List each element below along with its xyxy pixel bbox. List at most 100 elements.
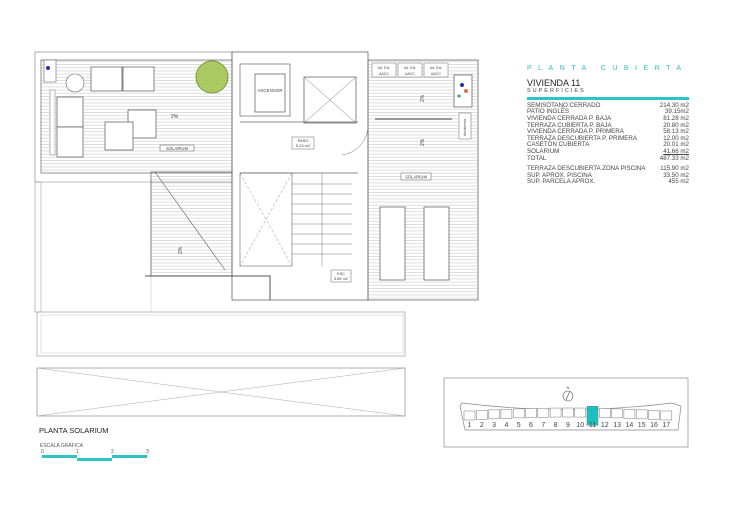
accent-bar xyxy=(527,96,689,100)
surface-label: VIVIENDA CERRADA P. BAJA xyxy=(527,114,612,122)
slope-label: 2% xyxy=(171,114,179,120)
room-label-solarium-left: SOLARIUM xyxy=(166,146,188,151)
key-plan-unit-10 xyxy=(574,407,586,418)
surface-row: TERRAZA DESCUBIERTA P. PRIMERA 12.00 m2 xyxy=(527,134,689,143)
key-plan-unit-number: 9 xyxy=(566,422,570,429)
key-plan-unit-16 xyxy=(648,410,660,420)
key-plan-unit-number: 7 xyxy=(541,422,545,429)
key-plan-unit-2 xyxy=(476,410,488,420)
surface-value: 20.80 m2 xyxy=(663,121,689,129)
aerotermia-label: Aerotermia xyxy=(463,119,467,136)
sun-lounger xyxy=(379,206,406,281)
key-plan-unit-5 xyxy=(512,408,525,419)
scale-tick: 0 xyxy=(41,449,44,455)
scale-tick: 3 xyxy=(146,449,149,455)
aacc-label: Ud. Ext. xyxy=(430,66,443,70)
surface-row: TOTAL 487.33 m2 xyxy=(527,154,689,163)
key-plan-unit-number: 4 xyxy=(504,422,508,429)
surface-value: 33.50 m2 xyxy=(663,171,689,179)
key-plan-unit-8 xyxy=(549,407,562,418)
surface-label: TERRAZA DESCUBIERTA ZONA PISCINA xyxy=(527,165,646,173)
aacc-label: Ud. Ext. xyxy=(378,66,391,70)
room-area-paso: 5.23 m2 xyxy=(296,143,311,148)
aacc-label: AACC xyxy=(405,72,415,76)
north-arrow-icon: N xyxy=(562,385,574,402)
key-plan-unit-3 xyxy=(488,409,500,420)
panel-title: PLANTA CUBIERTA xyxy=(527,65,688,72)
surface-label: TERRAZA DESCUBIERTA P. PRIMERA xyxy=(527,134,638,142)
plan-title: PLANTA SOLARIUM xyxy=(39,426,109,435)
aacc-label: AACC xyxy=(431,72,441,76)
key-plan-unit-number: 6 xyxy=(529,422,533,429)
surface-row: TERRAZA DESCUBIERTA ZONA PISCINA 115.90 m… xyxy=(527,166,689,173)
key-plan-unit-12 xyxy=(599,408,611,418)
slope-label: 2% xyxy=(420,138,426,146)
key-plan-unit-number: 3 xyxy=(492,422,496,429)
core: ASCENSOR PASO 5.23 m2 ESC 5.85 m2 xyxy=(231,51,369,301)
key-plan-unit-number: 1 xyxy=(468,422,472,429)
scale-label: ESCALA GRÁFICA xyxy=(40,443,84,449)
key-plan-unit-7 xyxy=(537,407,550,418)
surface-row: CASETÓN CUBIERTA 20.01 m2 xyxy=(527,142,689,149)
key-plan-unit-number: 8 xyxy=(554,422,558,429)
surface-label: SUP. PARCELA APROX. xyxy=(527,178,596,186)
drain-icon xyxy=(46,66,50,70)
surface-label: TERRAZA CUBIERTA P. BAJA xyxy=(527,121,612,129)
key-plan-unit-number: 2 xyxy=(480,422,484,429)
svg-text:N: N xyxy=(567,385,570,390)
key-plan-unit-number: 14 xyxy=(626,422,634,429)
surface-row: SEMISÓTANO CERRADO 214.30 m2 xyxy=(527,101,689,110)
key-plan-unit-4 xyxy=(500,409,513,419)
scale-tick: 2 xyxy=(111,449,114,455)
surface-label: CASETÓN CUBIERTA xyxy=(527,141,590,149)
surface-label: VIVIENDA CERRADA P. PRIMERA xyxy=(527,128,624,136)
scale-tick: 1 xyxy=(76,449,79,455)
key-plan-frame xyxy=(443,377,689,448)
surface-row: TERRAZA CUBIERTA P. BAJA 20.80 m2 xyxy=(527,121,689,130)
solarium-left: SOLARIUM 2% 2% xyxy=(34,51,271,313)
aacc-label: AACC xyxy=(379,72,389,76)
room-label-paso: PASO xyxy=(298,138,309,143)
unit-name: VIVIENDA 11 xyxy=(527,77,581,88)
key-plan-unit-1 xyxy=(463,410,476,421)
key-plan-unit-17 xyxy=(660,410,673,421)
key-plan-unit-11 xyxy=(586,405,599,426)
surface-value: 115.90 m2 xyxy=(660,165,689,173)
scale-bar xyxy=(42,455,147,461)
plant-icon xyxy=(195,60,229,94)
sun-lounger xyxy=(423,206,450,281)
water-heater xyxy=(453,74,473,108)
key-plan-unit-number: 11 xyxy=(589,422,596,429)
surface-value: 214.30 m2 xyxy=(659,101,689,109)
surface-row: PATIO INGLÉS 39.15m2 xyxy=(527,109,689,116)
surface-value: 39.15m2 xyxy=(664,108,689,116)
surface-value: 20.01 m2 xyxy=(663,141,689,149)
key-plan-unit-13 xyxy=(611,408,623,419)
key-plan-unit-number: 17 xyxy=(662,422,670,429)
key-plan-unit-14 xyxy=(623,409,636,419)
surface-label: SEMISÓTANO CERRADO xyxy=(527,101,601,109)
surface-value: 12.00 m2 xyxy=(663,134,689,142)
surface-row: VIVIENDA CERRADA P. BAJA 81.28 m2 xyxy=(527,114,689,123)
surface-value: 455 m2 xyxy=(668,178,689,186)
surface-row: SUP. PARCELA APROX. 455 m2 xyxy=(527,179,689,186)
room-label-esc: ESC xyxy=(337,272,345,276)
key-plan-unit-number: 16 xyxy=(650,422,658,429)
key-plan-unit-15 xyxy=(635,409,648,420)
slope-label: 2% xyxy=(178,246,184,254)
key-plan-unit-9 xyxy=(562,407,574,418)
key-plan-unit-number: 5 xyxy=(517,422,521,429)
surface-label: TOTAL xyxy=(527,154,547,162)
aacc-label: Ud. Ext. xyxy=(404,66,417,70)
surface-value: 81.28 m2 xyxy=(663,114,689,122)
solarium-right: Ud. Ext. AACC Ud. Ext. AACC Ud. Ext. AAC… xyxy=(367,59,479,301)
door-swing xyxy=(341,127,369,156)
surface-label: PATIO INGLÉS xyxy=(527,108,570,116)
surface-value: 41.66 m2 xyxy=(663,147,689,155)
room-area-esc: 5.85 m2 xyxy=(334,277,348,281)
surface-value: 487.33 m2 xyxy=(659,154,689,162)
